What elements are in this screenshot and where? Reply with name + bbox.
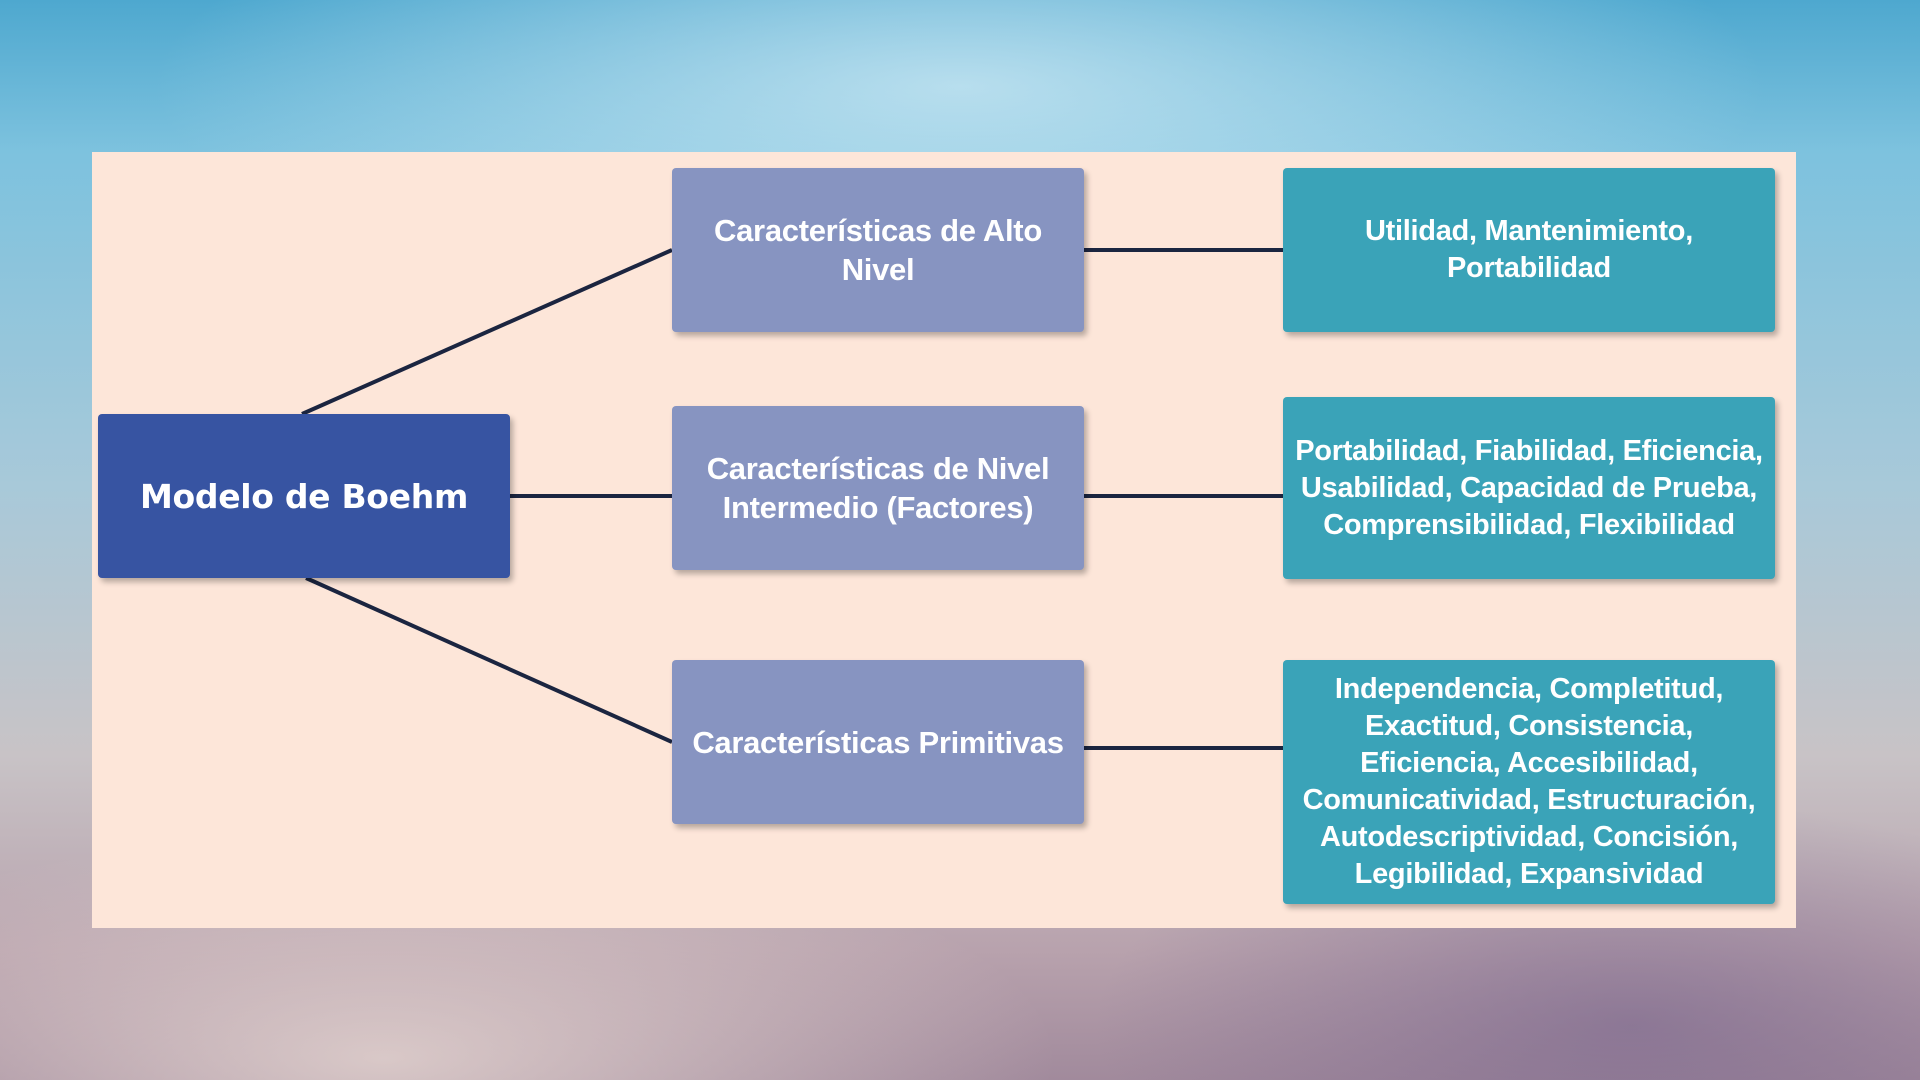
node-intermediate-characteristics: Características de Nivel Intermedio (Fac… — [672, 406, 1084, 570]
connector-root-to-high — [301, 248, 673, 416]
detail-high-level-items: Utilidad, Mantenimiento, Portabilidad — [1283, 168, 1775, 332]
detail-high-level-text: Utilidad, Mantenimiento, Portabilidad — [1365, 215, 1693, 284]
connector-lines — [301, 248, 1283, 750]
connector-root-to-primitive — [305, 576, 673, 744]
root-node-label: Modelo de Boehm — [139, 476, 469, 516]
node-intermediate-label: Características de Nivel Intermedio (Fac… — [706, 451, 1050, 525]
node-primitive-label: Características Primitivas — [692, 724, 1064, 760]
detail-intermediate-text: Portabilidad, Fiabilidad, Eficiencia, Us… — [1295, 434, 1763, 541]
root-node-modelo-de-boehm: Modelo de Boehm — [98, 414, 510, 578]
node-primitive-characteristics: Características Primitivas — [672, 660, 1084, 824]
diagram-panel: Modelo de Boehm Características de Alto … — [92, 152, 1796, 928]
node-high-level-label: Características de Alto Nivel — [714, 213, 1042, 287]
detail-primitive-text: Independencia, Completitud, Exactitud, C… — [1302, 673, 1756, 890]
detail-intermediate-items: Portabilidad, Fiabilidad, Eficiencia, Us… — [1283, 397, 1775, 579]
node-high-level-characteristics: Características de Alto Nivel — [672, 168, 1084, 332]
detail-primitive-items: Independencia, Completitud, Exactitud, C… — [1283, 660, 1775, 904]
